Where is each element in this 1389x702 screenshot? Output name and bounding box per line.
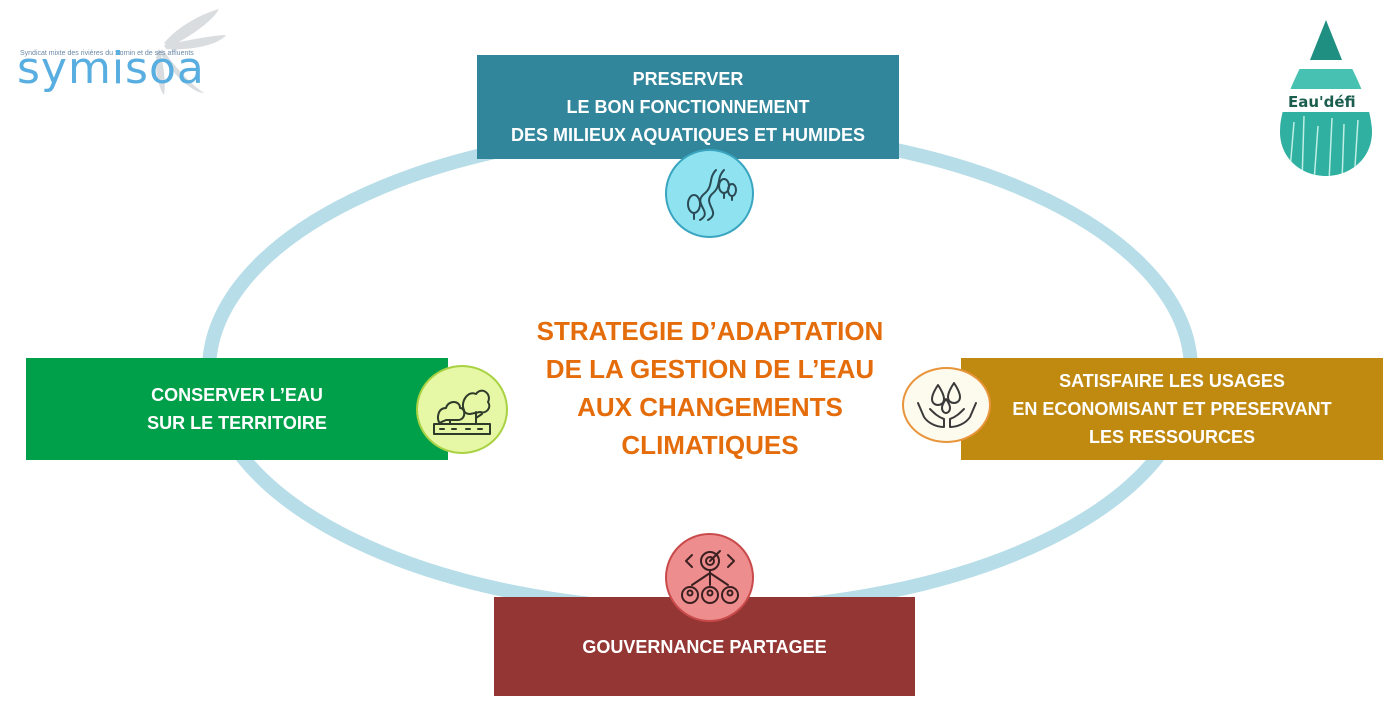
box-label-line: GOUVERNANCE PARTAGEE <box>582 636 827 657</box>
box-label-line: CONSERVER L’EAU <box>151 385 323 405</box>
title-line: AUX CHANGEMENTS <box>577 392 843 422</box>
eaudefi-logo: Eau'défi <box>1274 14 1378 180</box>
hands-water-drops-icon <box>902 367 991 443</box>
dragonfly-icon <box>155 9 226 95</box>
preserve-aquatic-environments-box: PRESERVER LE BON FONCTIONNEMENT DES MILI… <box>477 55 899 159</box>
water-drop-icon <box>1280 18 1372 176</box>
symisoa-logo: Syndicat mixte des rivières du Sornin et… <box>14 5 229 97</box>
trees-landscape-icon <box>416 365 508 454</box>
box-label-line: LE BON FONCTIONNEMENT <box>566 97 810 117</box>
target-people-icon <box>665 533 754 622</box>
title-line: CLIMATIQUES <box>621 430 799 460</box>
box-label-line: PRESERVER <box>632 69 744 89</box>
box-label-line: SATISFAIRE LES USAGES <box>1059 371 1285 391</box>
box-label-line: DES MILIEUX AQUATIQUES ET HUMIDES <box>510 125 866 145</box>
conserve-water-box: CONSERVER L’EAU SUR LE TERRITOIRE <box>26 358 448 460</box>
satisfy-uses-box: SATISFAIRE LES USAGES EN ECONOMISANT ET … <box>961 358 1383 460</box>
symisoa-tagline: Syndicat mixte des rivières du Sornin et… <box>20 50 194 57</box>
box-label-line: EN ECONOMISANT ET PRESERVANT <box>1012 399 1332 419</box>
eaudefi-wordmark: Eau'défi <box>1288 93 1356 111</box>
river-trees-icon <box>665 149 754 238</box>
title-line: STRATEGIE D’ADAPTATION <box>536 316 884 346</box>
title-line: DE LA GESTION DE L’EAU <box>545 354 875 384</box>
box-label-line: SUR LE TERRITOIRE <box>147 413 327 433</box>
strategy-title: STRATEGIE D’ADAPTATION DE LA GESTION DE … <box>500 312 920 464</box>
symisoa-wordmark: symisoa <box>17 43 205 94</box>
box-label-line: LES RESSOURCES <box>1088 427 1256 447</box>
